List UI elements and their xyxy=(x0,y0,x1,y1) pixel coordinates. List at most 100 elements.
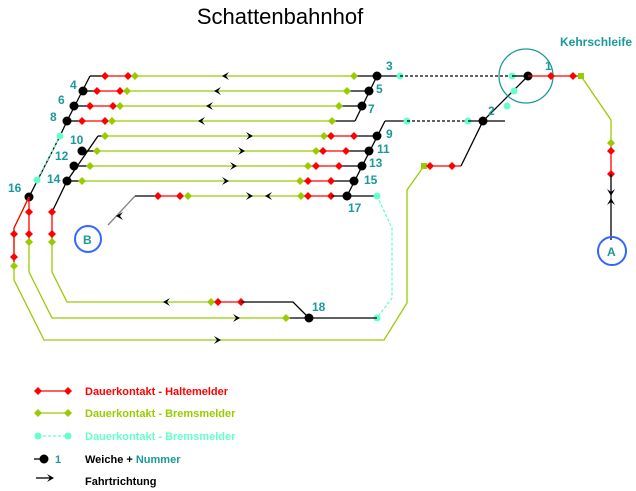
switch-node xyxy=(62,116,72,126)
switch-node xyxy=(304,313,314,323)
brake-contact xyxy=(33,176,41,184)
direction-arrow-icon xyxy=(607,189,615,196)
halt-contact xyxy=(124,72,132,80)
legend-brems-dashed-contact xyxy=(64,432,72,440)
return-loop-outer xyxy=(13,165,425,341)
endpoint-a-label: A xyxy=(607,245,616,259)
direction-arrow-icon xyxy=(265,192,272,200)
brake-contact xyxy=(123,87,131,95)
brake-contact xyxy=(108,117,116,125)
legend-halt-text: Dauerkontakt - Haltemelder xyxy=(85,386,229,398)
endpoint-a-circle xyxy=(597,236,627,266)
switch-number: 16 xyxy=(8,181,22,195)
switch-node xyxy=(62,176,72,186)
switch-number: 15 xyxy=(364,173,378,187)
halt-contact xyxy=(101,72,109,80)
direction-arrow-icon xyxy=(222,177,229,185)
switch-number: 9 xyxy=(386,127,393,141)
halt-contact xyxy=(350,132,358,140)
halt-section xyxy=(13,196,30,262)
halt-contact xyxy=(10,230,18,238)
legend-halt-contact xyxy=(34,387,42,395)
switch-number: 10 xyxy=(70,133,84,147)
halt-contact xyxy=(312,162,320,170)
brake-contact xyxy=(421,163,427,169)
switch-number: 4 xyxy=(70,78,77,92)
halt-contact xyxy=(607,147,615,155)
switch-ladder-right-upper xyxy=(354,75,378,122)
switch-node xyxy=(364,146,374,156)
halt-contact xyxy=(304,192,312,200)
halt-contact xyxy=(48,230,56,238)
halt-contact xyxy=(214,298,222,306)
halt-contact xyxy=(335,162,343,170)
direction-arrow-icon xyxy=(246,192,253,200)
halt-contact xyxy=(116,87,124,95)
halt-contact xyxy=(48,208,56,216)
switch-number: 12 xyxy=(55,149,69,163)
halt-contact xyxy=(25,208,33,216)
switch-node xyxy=(372,131,382,141)
direction-arrow-icon xyxy=(233,314,240,322)
halt-contact xyxy=(547,72,555,80)
track-segment xyxy=(241,301,310,319)
direction-arrow-icon xyxy=(116,212,123,220)
legend-brems-dashed-contact xyxy=(34,432,42,440)
brake-contact xyxy=(320,132,328,140)
track-segment xyxy=(107,195,136,226)
switch-node xyxy=(77,146,87,156)
switch-ladder-left-upper xyxy=(28,75,91,198)
brake-contact xyxy=(328,117,336,125)
endpoint-b-label: B xyxy=(83,233,92,247)
switch-number: 13 xyxy=(369,156,383,170)
brake-contact xyxy=(10,262,18,270)
direction-arrow-icon xyxy=(206,102,213,110)
halt-contact xyxy=(569,72,577,80)
switch-node xyxy=(349,176,359,186)
halt-contact xyxy=(342,147,350,155)
halt-contact xyxy=(426,162,434,170)
direction-arrow-icon xyxy=(238,147,245,155)
return-loop-middle xyxy=(28,242,286,319)
legend-arrow-text: Fahrtrichtung xyxy=(85,476,157,488)
legend-halt-contact xyxy=(64,387,72,395)
brake-contact xyxy=(607,139,615,147)
endpoint-b-circle xyxy=(74,225,102,253)
halt-contact xyxy=(448,162,456,170)
direction-arrow-icon xyxy=(163,298,170,306)
brake-contact xyxy=(93,147,101,155)
brake-contact xyxy=(131,72,139,80)
brake-contact xyxy=(343,87,351,95)
direction-arrow-icon xyxy=(230,162,237,170)
switch-number: 6 xyxy=(58,93,65,107)
switch-node xyxy=(478,116,488,126)
halt-contact xyxy=(319,147,327,155)
halt-contact xyxy=(86,102,94,110)
legend-switch-text: Weiche + Nummer xyxy=(85,454,181,466)
switch-node xyxy=(69,161,79,171)
direction-arrow-icon xyxy=(214,87,221,95)
page-title: Schattenbahnhof xyxy=(196,4,364,29)
switch-node xyxy=(69,101,79,111)
halt-contact xyxy=(10,253,18,261)
switch-node xyxy=(39,454,49,464)
brake-contact xyxy=(78,177,86,185)
switch-number: 17 xyxy=(348,201,362,215)
switch-number: 18 xyxy=(312,300,326,314)
switch-number: 3 xyxy=(386,59,393,73)
brake-contact xyxy=(116,102,124,110)
switch-node xyxy=(364,86,374,96)
direction-arrow-icon xyxy=(47,474,54,482)
switch-number: 1 xyxy=(545,59,552,73)
brake-contact xyxy=(350,72,358,80)
halt-contact xyxy=(25,230,33,238)
return-loop-inner xyxy=(51,242,211,303)
brake-contact xyxy=(282,314,290,322)
legend-number-text: Nummer xyxy=(136,454,181,466)
brake-contact xyxy=(503,102,511,110)
halt-contact xyxy=(176,192,184,200)
halt-contact xyxy=(109,102,117,110)
switch-number: 14 xyxy=(47,172,61,186)
brake-contact xyxy=(296,177,304,185)
